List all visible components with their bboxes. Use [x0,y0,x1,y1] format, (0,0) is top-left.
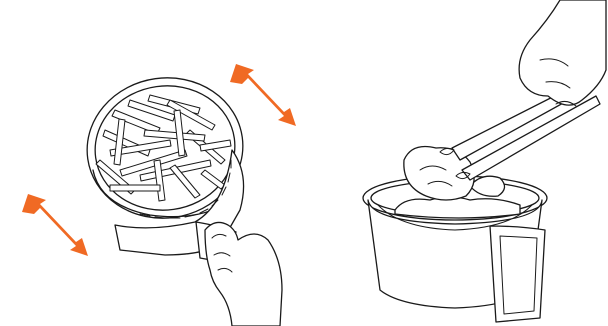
shake-arrow-bottom-left-icon [22,194,88,256]
panel-shake-basket [22,64,296,326]
hand-icon [205,222,282,326]
hand-tongs-icon [519,0,606,105]
shake-arrow-top-right-icon [230,64,296,126]
panel-remove-food [363,0,606,322]
